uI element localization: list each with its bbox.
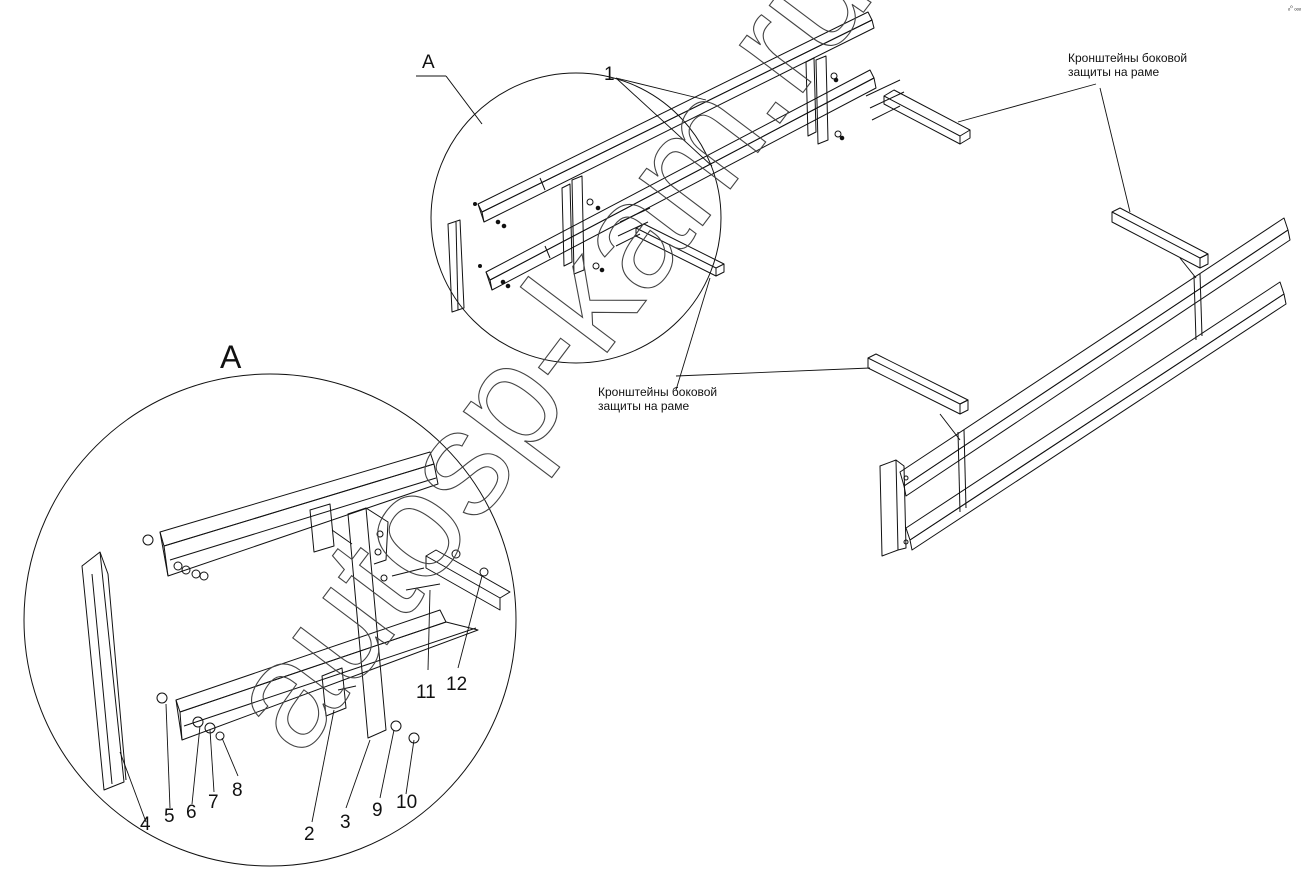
- callout-4: 4: [140, 814, 151, 835]
- detail-rail-lower: [175, 609, 479, 741]
- detail-vertical-strip: [347, 507, 389, 739]
- detail-label-a-large: A: [220, 339, 242, 375]
- top-rail-upper: [477, 11, 875, 223]
- detail-post-left: [81, 551, 127, 791]
- top-vertical-strip-left: [561, 175, 600, 275]
- callout-11: 11: [416, 682, 436, 703]
- callout-7: 7: [208, 792, 219, 813]
- caption-mid-line1: Кронштейны боковой: [598, 385, 717, 399]
- frame-rail-lower: [905, 281, 1287, 551]
- top-bolts: [473, 77, 845, 289]
- callout-10: 10: [396, 792, 417, 813]
- callout-9: 9: [372, 800, 383, 821]
- detail-plates: [309, 503, 357, 717]
- detail-rail-upper: [159, 451, 439, 577]
- top-vertical-strip-right: [805, 55, 842, 145]
- frame-bracket-near: [867, 353, 969, 441]
- frame-rail-upper: [899, 217, 1291, 497]
- callout-12: 12: [446, 674, 467, 695]
- callout-6: 6: [186, 802, 197, 823]
- frame-end-post: [879, 273, 1203, 557]
- leader-lines: [119, 77, 1131, 823]
- detail-circle-small: [416, 72, 722, 364]
- detail-label-a-small: A: [422, 52, 435, 73]
- caption-top-line2: защиты на раме: [1068, 65, 1159, 79]
- detail-circle-large: [23, 373, 517, 867]
- top-rail-lower: [485, 69, 877, 291]
- callout-3: 3: [340, 812, 351, 833]
- callout-5: 5: [164, 806, 175, 827]
- caption-mid-line2: защиты на раме: [598, 399, 689, 413]
- watermark-text: autosp-kam.ru: [191, 0, 902, 779]
- top-bracket-right: [865, 79, 971, 145]
- watermark: autosp-kam.ru: [191, 0, 903, 780]
- top-bracket-middle: [615, 207, 725, 277]
- detail-bracket: [391, 549, 511, 611]
- caption-top-line1: Кронштейны боковой: [1068, 51, 1187, 65]
- frame-bracket-far: [1111, 207, 1209, 279]
- callout-8: 8: [232, 780, 243, 801]
- callout-2: 2: [304, 824, 315, 845]
- callout-1: 1: [604, 64, 615, 85]
- corner-mark: ₒ⁰ ₒₒₒ: [1288, 5, 1302, 12]
